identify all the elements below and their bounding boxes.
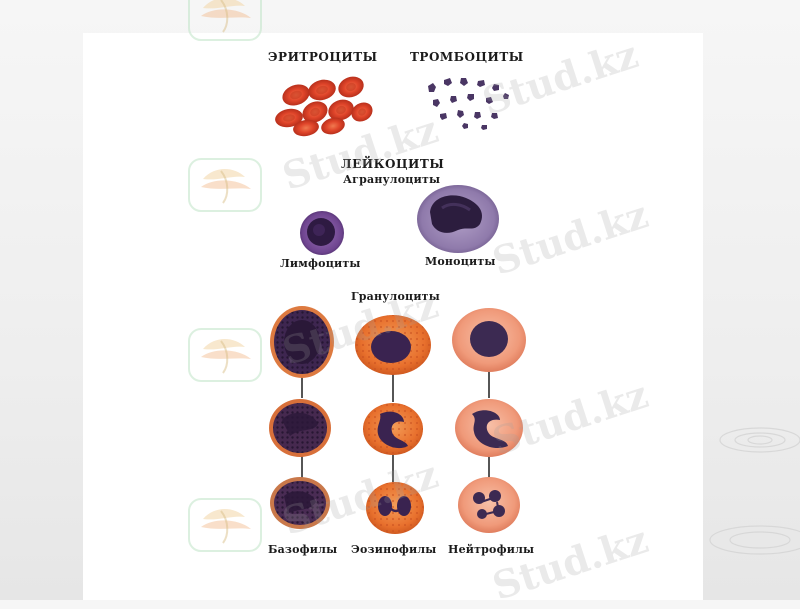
basophils-label: Базофилы (268, 543, 338, 556)
lymphocytes-label: Лимфоциты (280, 257, 361, 270)
neutrophil-band (455, 399, 523, 457)
monocyte-cell (417, 185, 499, 253)
leukocytes-label: ЛЕЙКОЦИТЫ (341, 157, 445, 171)
eosinophils-label: Эозинофилы (351, 543, 437, 556)
thrombocytes-cluster (428, 78, 509, 130)
neutrophil-young (452, 308, 526, 372)
monocytes-label: Моноциты (425, 255, 496, 268)
basophil-band (269, 399, 331, 457)
basophil-young (270, 306, 334, 378)
neutrophils-label: Нейтрофилы (448, 543, 535, 556)
lymphocyte-cell (300, 211, 344, 255)
erythrocytes-cluster (275, 76, 373, 137)
neutrophil-segmented (458, 477, 520, 533)
eosinophil-segmented (366, 482, 424, 534)
granulocytes-label: Гранулоциты (351, 290, 440, 303)
basophil-segmented (270, 477, 330, 529)
thrombocytes-label: ТРОМБОЦИТЫ (410, 50, 524, 64)
agranulocytes-label: Агранулоциты (343, 173, 441, 186)
granulocyte-connectors (301, 370, 490, 482)
eosinophil-band (363, 403, 423, 455)
eosinophil-young (355, 315, 431, 375)
erythrocytes-label: ЭРИТРОЦИТЫ (268, 50, 378, 64)
